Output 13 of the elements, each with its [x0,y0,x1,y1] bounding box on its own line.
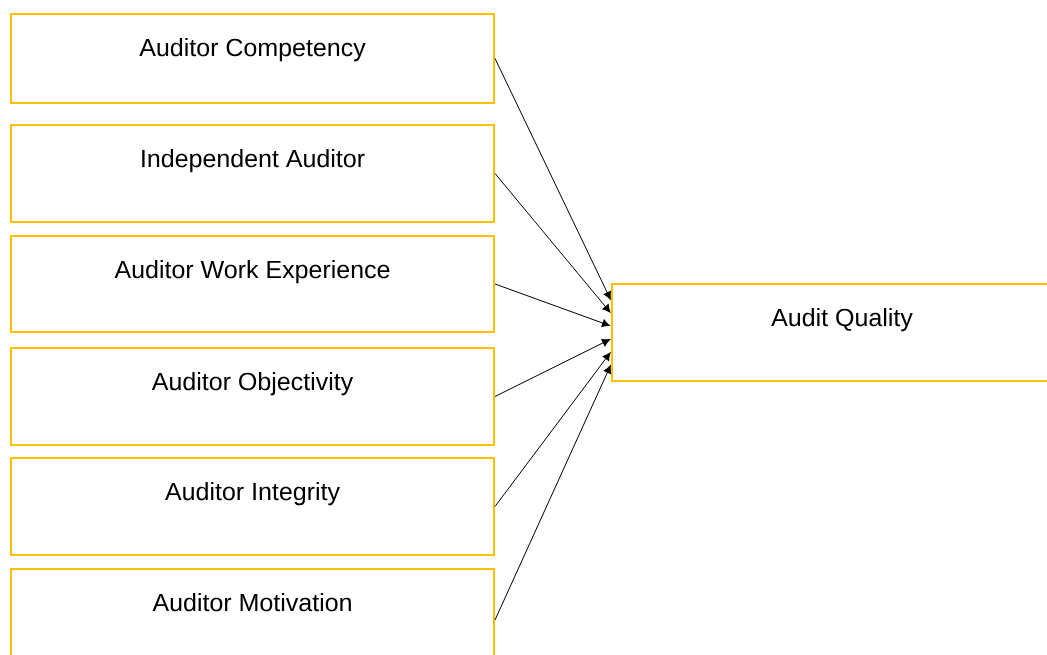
arrow [494,352,611,507]
arrow [494,339,611,397]
text-box: Auditor Work Experience [10,235,495,333]
arrow [494,365,612,621]
arrow [494,283,610,327]
arrow [494,58,611,300]
text-box: Auditor Objectivity [10,347,495,446]
text-box: Auditor Motivation [10,568,495,655]
text-box: Audit Quality [611,283,1047,382]
text-box: Independent Auditor [10,124,495,223]
text-box: Auditor Integrity [10,457,495,556]
arrow [494,173,611,313]
text-box: Auditor Competency [10,13,495,104]
